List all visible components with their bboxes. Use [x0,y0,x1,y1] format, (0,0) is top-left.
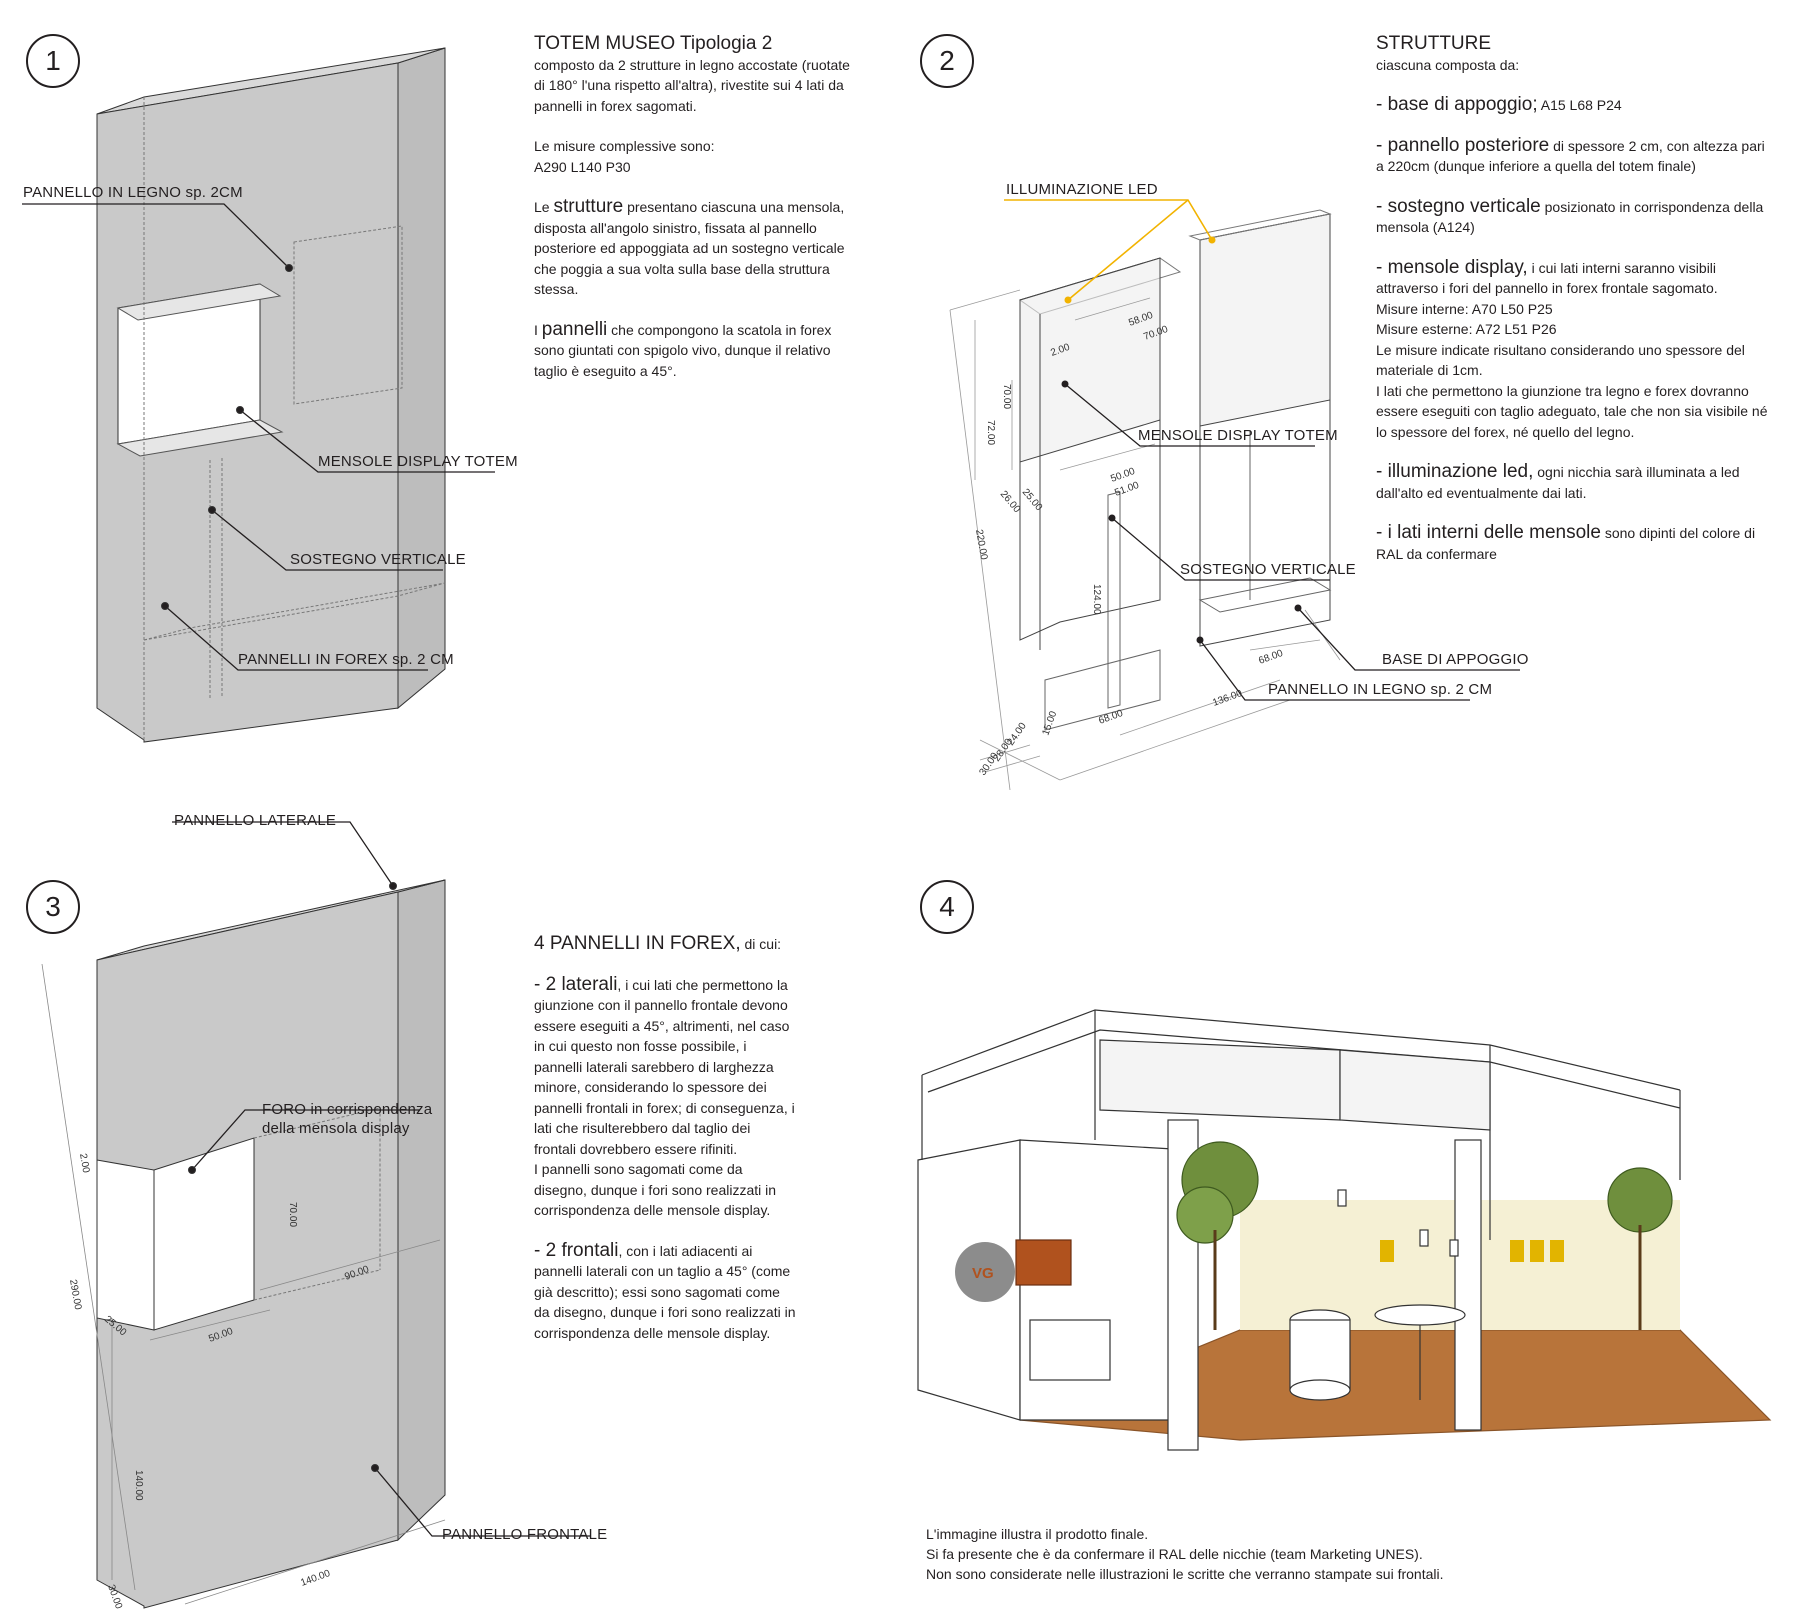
dim-68-side: 68.00 [1257,648,1285,667]
step-number-1: 1 [26,34,80,88]
dim-220: 220.00 [973,529,989,561]
step-number-2: 2 [920,34,974,88]
q1-pannelli-paragraph: I pannelli che compongono la scatola in … [534,318,832,379]
callout-pannelli-forex: PANNELLI IN FOREX sp. 2 CM [238,651,454,668]
q2-description: STRUTTURE ciascuna composta da: - base d… [1376,33,1776,584]
q2-illuminazione: - illuminazione led, ogni nicchia sarà i… [1376,461,1740,501]
q3-laterali-more: I pannelli sono sagomati come da disegno… [534,1161,777,1218]
callout-base-appoggio: BASE DI APPOGGIO [1382,651,1529,668]
step-number-3: 3 [26,880,80,934]
q1-description: TOTEM MUSEO Tipologia 2 composto da 2 st… [534,33,854,401]
callout-mensole-display: MENSOLE DISPLAY TOTEM [318,453,518,470]
dim-140-bottom: 140.00 [299,1568,332,1589]
q2-title: STRUTTURE [1376,33,1492,54]
dim-136: 136.00 [1211,688,1244,709]
q1-measures-value: A290 L140 P30 [534,158,631,175]
booth-render-4 [917,1009,1772,1451]
dim-25: 25.00 [1020,487,1045,514]
q1-title: TOTEM MUSEO Tipologia 2 [534,33,773,54]
q2-base: - base di appoggio; A15 L68 P24 [1376,94,1622,115]
panels-drawing-3 [41,821,590,1609]
q4-footnote: L'immagine illustra il prodotto finale. … [926,1526,1444,1582]
q3-frontali: - 2 frontali, con i lati adiacenti ai pa… [534,1239,796,1341]
callout-sostegno-verticale-2: SOSTEGNO VERTICALE [1180,561,1356,578]
dim-72: 72.00 [985,420,996,445]
q3-title: 4 PANNELLI IN FOREX, di cui: [534,933,782,954]
q3-laterali: - 2 laterali, i cui lati che permettono … [534,973,795,1157]
callout-sostegno-verticale: SOSTEGNO VERTICALE [290,551,466,568]
totem-drawing-1 [22,47,495,743]
dim-124: 124.00 [1091,584,1102,615]
q3-description: 4 PANNELLI IN FOREX, di cui: - 2 lateral… [534,933,796,1363]
q1-strutture-paragraph: Le strutture presentano ciascuna una men… [534,196,845,297]
callout-pannello-legno-2: PANNELLO IN LEGNO sp. 2 CM [1268,681,1493,698]
callout-pannello-frontale: PANNELLO FRONTALE [442,1526,608,1543]
callout-illuminazione-led: ILLUMINAZIONE LED [1006,181,1158,198]
dim-15: 15.00 [1040,709,1059,737]
q2-misure-esterne: Misure esterne: A72 L51 P26 [1376,321,1557,337]
dim-70-side: 70.00 [1001,384,1012,409]
dim-26: 26.00 [998,489,1023,516]
q2-giunzione-note: I lati che permettono la giunzione tra l… [1376,382,1768,440]
q2-sostegno: - sostegno verticale posizionato in corr… [1376,195,1764,235]
q2-subtitle: ciascuna composta da: [1376,56,1520,73]
q2-spessore-note: Le misure indicate risultano considerand… [1376,341,1745,379]
structure-drawing-2 [949,199,1520,791]
dim-70-q3: 70.00 [287,1202,298,1227]
q2-misure-interne: Misure interne: A70 L50 P25 [1376,300,1553,317]
vg-logo: VG [972,1265,994,1282]
callout-pannello-laterale: PANNELLO LATERALE [174,812,337,829]
q2-lati-interni: - i lati interni delle mensole sono dipi… [1376,522,1756,562]
dim-2-q3: 2.00 [77,1153,91,1175]
step-number-4: 4 [920,880,974,934]
q2-pannello-posteriore: - pannello posteriore di spessore 2 cm, … [1376,134,1765,174]
callout-mensole-display-2: MENSOLE DISPLAY TOTEM [1138,427,1338,444]
q1-intro: composto da 2 strutture in legno accosta… [534,56,850,114]
dim-290: 290.00 [67,1279,83,1311]
callout-pannello-legno: PANNELLO IN LEGNO sp. 2CM [23,184,243,201]
callout-foro: FORO in corrispondenza della mensola dis… [262,1101,433,1137]
q2-mensole: - mensole display, i cui lati interni sa… [1376,256,1718,296]
dim-140-side: 140.00 [133,1470,144,1501]
dim-68-front: 68.00 [1097,708,1125,727]
q1-measures-label: Le misure complessive sono: [534,138,715,154]
